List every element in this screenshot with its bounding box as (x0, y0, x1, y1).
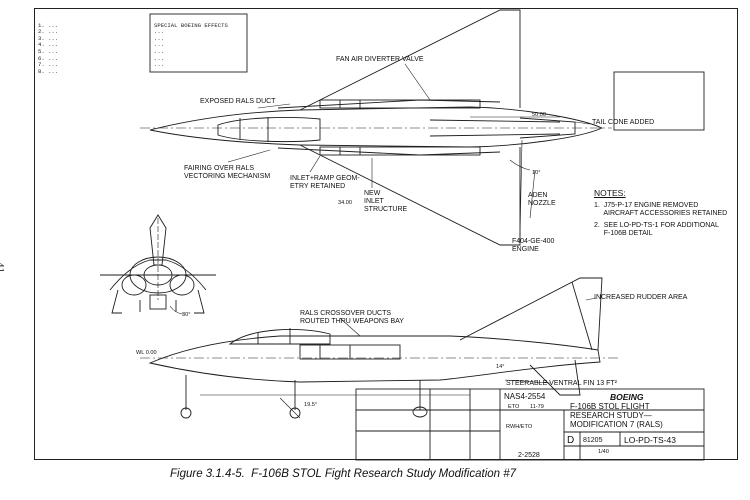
callout-aden-nozzle: ADEN NOZZLE (528, 192, 556, 208)
callout-ventral-fin: STEERABLE VENTRAL FIN 13 FT² (506, 380, 617, 387)
drawing-date: 11-79 (530, 404, 544, 410)
side-view (140, 277, 620, 419)
drawing-number: LO-PD-TS-43 (624, 435, 676, 445)
drawing-sheet (34, 8, 738, 460)
callout-fairing: FAIRING OVER RALS VECTORING MECHANISM (184, 165, 271, 181)
box-note: ... (154, 34, 165, 42)
box-note: ... (154, 47, 165, 55)
left-note: 3. ... (38, 34, 59, 42)
angle-19-5: 19.5° (304, 402, 318, 408)
callout-exposed-duct: EXPOSED RALS DUCT (200, 98, 276, 105)
note-item: 1. J75-P-17 ENGINE REMOVED AIRCRAFT ACCE… (594, 202, 728, 218)
stamp-number: 2-2528 (518, 452, 540, 459)
box-note: SPECIAL BOEING EFFECTS (154, 21, 228, 29)
contract-number: NAS4-2554 (504, 392, 546, 401)
left-note: 8. ... (38, 67, 59, 75)
plan-view (140, 9, 612, 246)
title-block-lines (355, 388, 705, 461)
left-note: 7. ... (38, 61, 59, 69)
callout-rudder: INCREASED RUDDER AREA (594, 294, 688, 301)
left-notes-top: 1. ... 2. ... 3. ... 4. ... 5. ... 6. ..… (38, 16, 58, 75)
angle-14: 14° (496, 364, 505, 370)
sheet-size: D (567, 435, 575, 446)
drawing-scale: 1/40 (598, 449, 609, 455)
top-box-notes: SPECIAL BOEING EFFECTS ... ... ... ... .… (154, 16, 228, 69)
eto-label: ETO (508, 404, 520, 410)
callout-crossover-ducts: RALS CROSSOVER DUCTS ROUTED THRU WEAPONS… (300, 310, 404, 326)
left-note: 2. ... (38, 28, 59, 36)
code-ident: 81205 (583, 437, 603, 444)
front-view (100, 214, 216, 315)
box-note: ... (154, 54, 165, 62)
drawn-by: RWH/ETO (506, 424, 533, 430)
figure-caption: Figure 3.1.4-5. F-106B STOL Fight Resear… (170, 468, 517, 480)
top-note-box (149, 13, 248, 73)
drawing-title: F-106B STOL FLIGHT RESEARCH STUDY— MODIF… (570, 402, 663, 429)
waterline-label: WL 0.00 (136, 350, 157, 356)
left-note: 6. ... (38, 54, 59, 62)
notes-title: NOTES: (594, 188, 626, 198)
angle-30: 30° (182, 312, 191, 318)
company-logo: BOEING (610, 392, 644, 402)
dimension-34: 34.00 (338, 200, 352, 206)
callout-tail-cone: TAIL CONE ADDED (592, 119, 655, 126)
box-note: ... (154, 61, 165, 69)
small-table-box (613, 71, 705, 131)
callout-engine: F404-GE-400 ENGINE (512, 238, 555, 254)
box-note: ... (154, 41, 165, 49)
left-note: 5. ... (38, 47, 59, 55)
callout-new-inlet: NEW INLET STRUCTURE (364, 190, 408, 214)
dimension-5000: 50.00 (532, 112, 546, 118)
callout-fan-air-diverter: FAN AIR DIVERTER VALVE (336, 56, 424, 63)
note-item: 2. SEE LO-PD-TS-1 FOR ADDITIONAL F-106B … (594, 222, 719, 238)
left-note: 1. ... (38, 21, 59, 29)
callout-inlet-ramp: INLET+RAMP GEOM- ETRY RETAINED (290, 175, 360, 191)
left-note: 4. ... (38, 41, 59, 49)
angle-10: 10° (532, 170, 541, 176)
box-note: ... (154, 28, 165, 36)
